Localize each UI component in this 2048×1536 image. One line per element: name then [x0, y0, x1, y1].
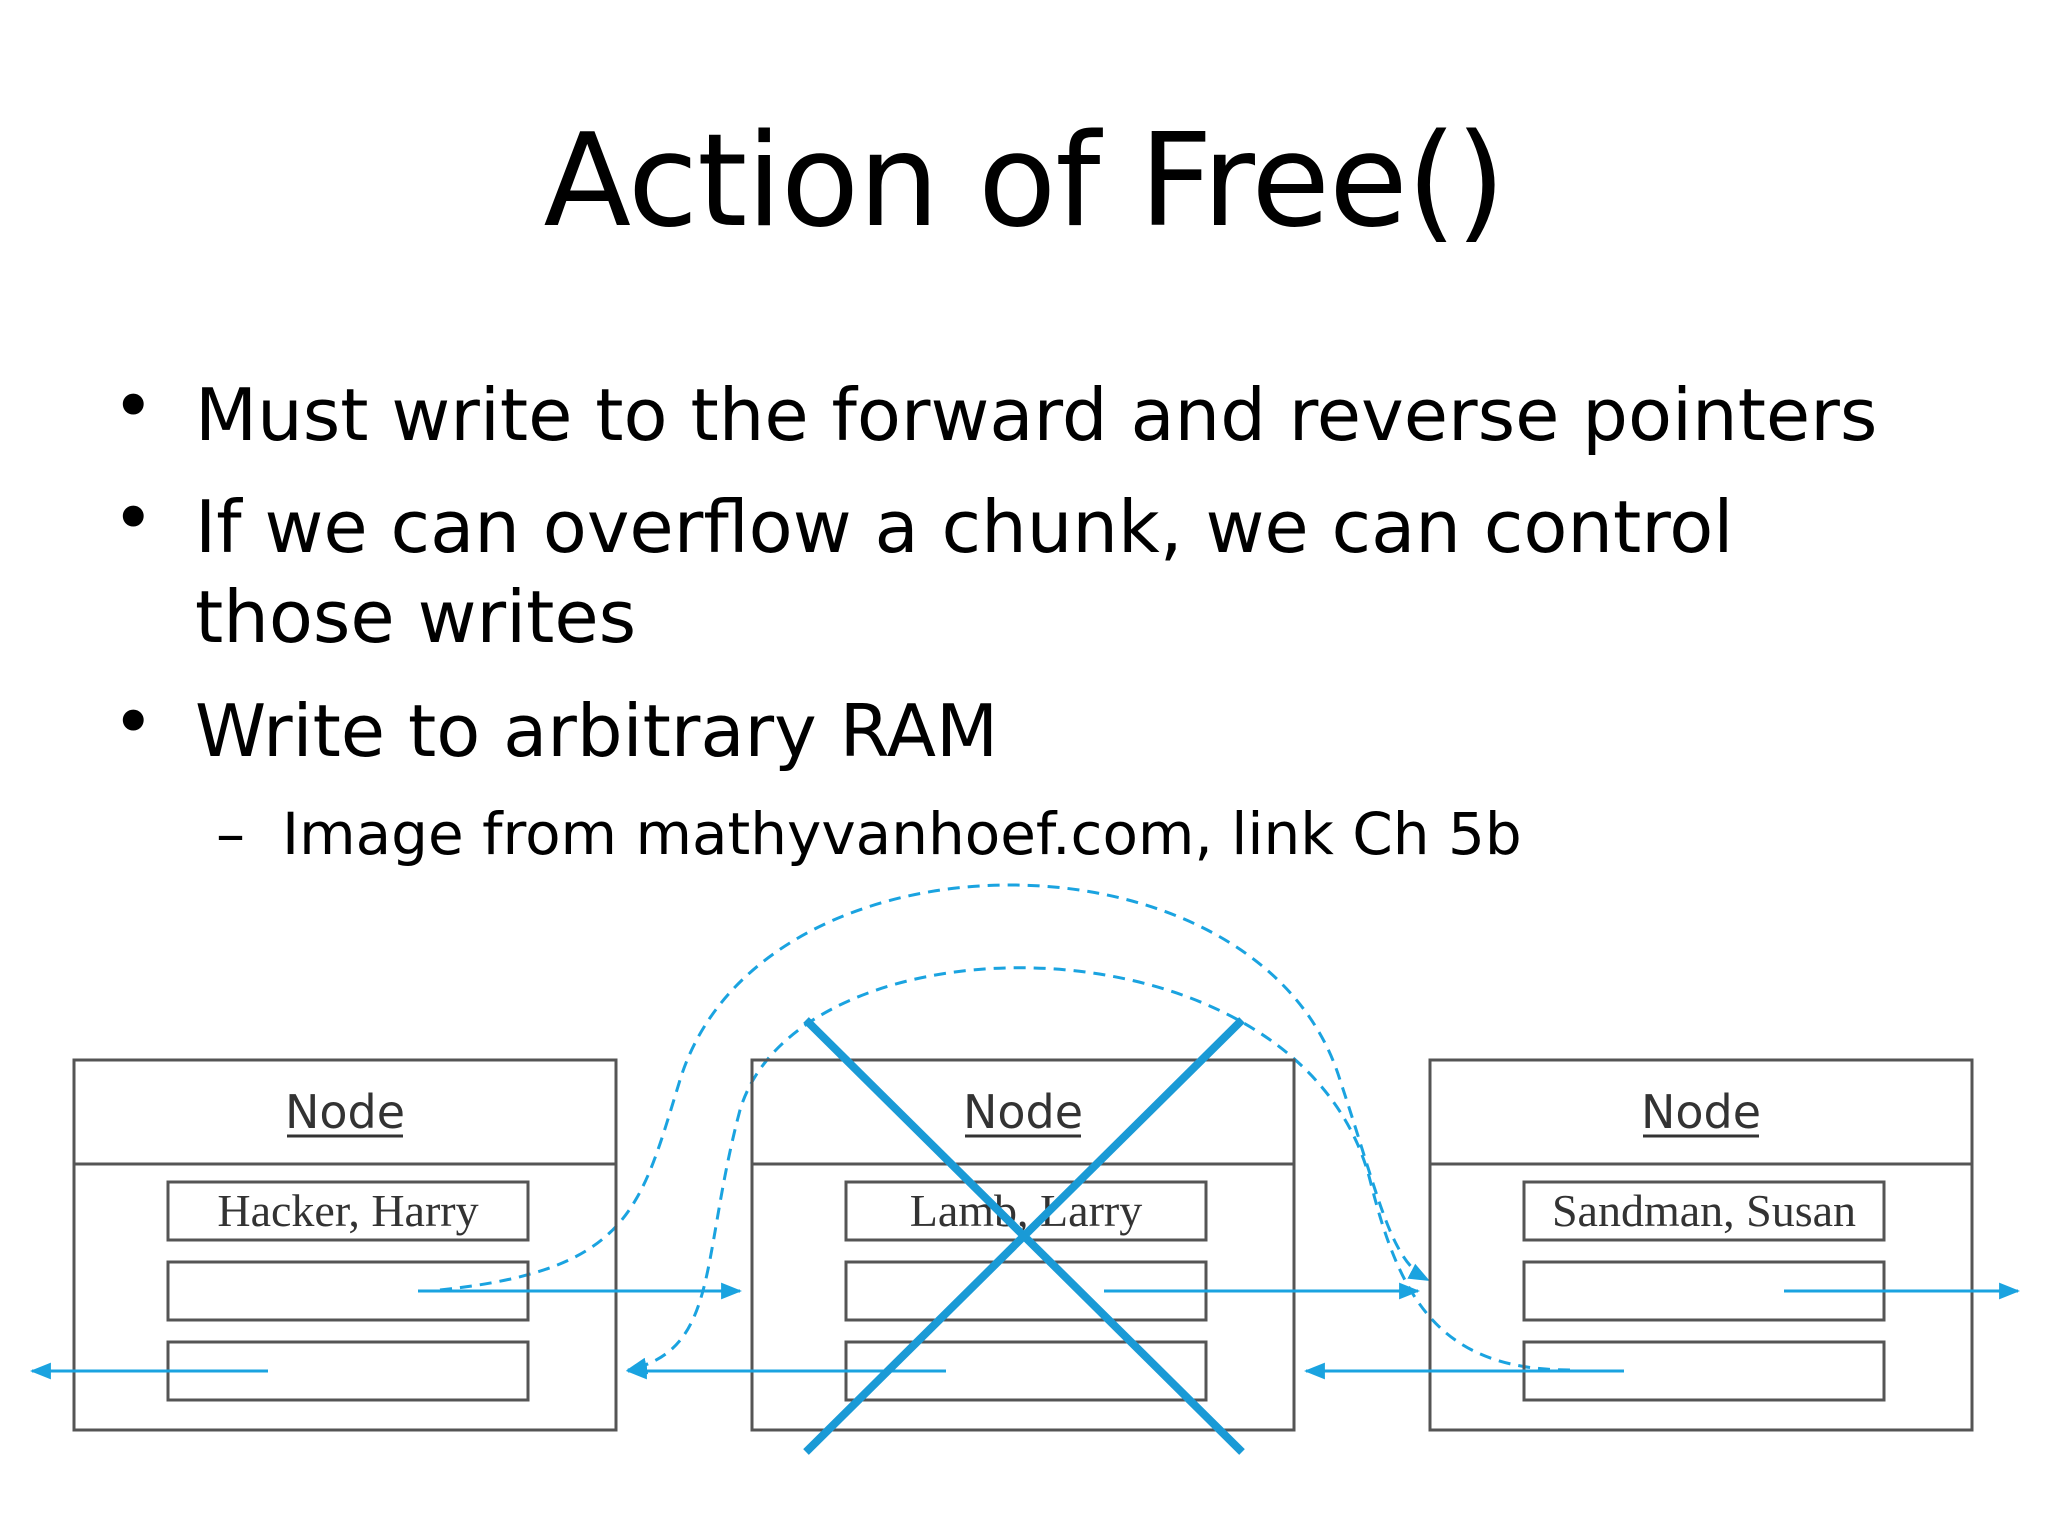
bullet-item: • Write to arbitrary RAM — [112, 686, 1952, 796]
node-name: Lamb, Larry — [910, 1185, 1142, 1236]
node-box: Node Sandman, Susan — [1428, 1058, 1974, 1432]
pointer-arrows — [29, 1282, 2021, 1380]
node-header: Node — [963, 1085, 1083, 1139]
node-header: Node — [1641, 1085, 1761, 1139]
node-box: Node Hacker, Harry — [72, 1058, 618, 1432]
linked-list-diagram: Node Hacker, Harry Node Lamb, Larry Node — [29, 883, 2021, 1455]
sub-bullet-marker: – — [216, 800, 245, 868]
sub-bullet-item: – Image from mathyvanhoef.com, link Ch 5… — [216, 798, 1976, 878]
forward-bypass-arc — [439, 883, 1430, 1292]
node-name: Hacker, Harry — [217, 1185, 478, 1236]
bullet-marker: • — [112, 680, 155, 764]
slide-title: Action of Free() — [543, 107, 1505, 256]
bullet-marker: • — [112, 476, 155, 560]
bullet-text: Must write to the forward and reverse po… — [195, 373, 1878, 457]
bullet-item: • If we can overflow a chunk, we can con… — [112, 482, 1952, 672]
bullet-item: • Must write to the forward and reverse … — [112, 370, 1952, 480]
node-box-deleted: Node Lamb, Larry — [750, 1058, 1296, 1432]
node-header: Node — [285, 1085, 405, 1139]
bullet-text: Write to arbitrary RAM — [195, 689, 999, 773]
bullet-text: If we can overflow a chunk, we can contr… — [195, 485, 1734, 659]
sub-bullet-text: Image from mathyvanhoef.com, link Ch 5b — [282, 800, 1522, 868]
node-name: Sandman, Susan — [1552, 1185, 1856, 1236]
bullet-marker: • — [112, 364, 155, 448]
delete-cross-icon — [803, 1017, 1245, 1455]
